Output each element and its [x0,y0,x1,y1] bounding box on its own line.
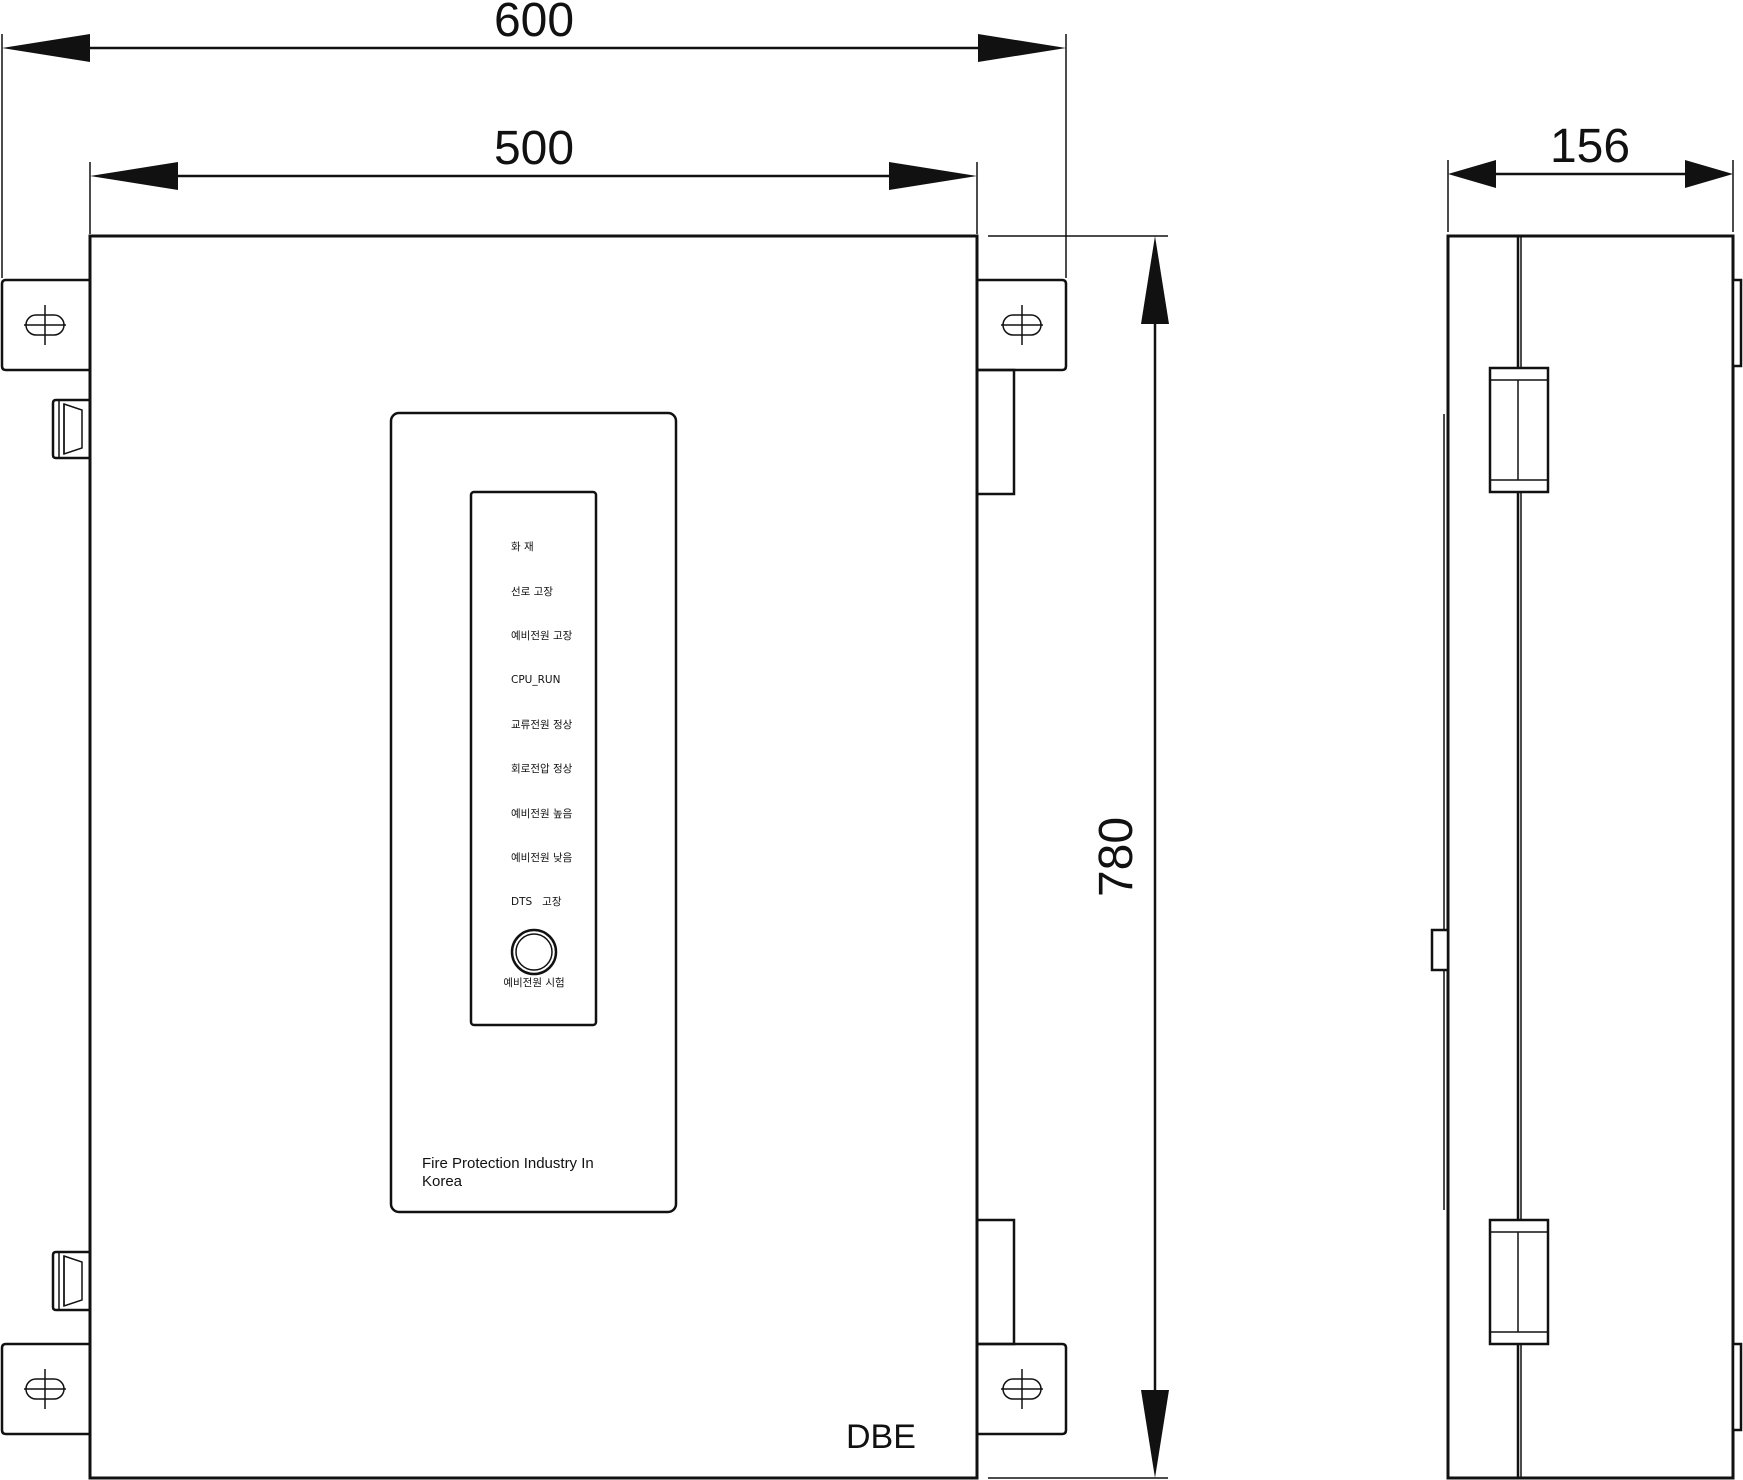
company-name-line1: Fire Protection Industry In [422,1155,594,1172]
side-latch [1430,928,1450,972]
indicator-labels: 화 재 선로 고장 예비전원 고장 CPU_RUN 교류전원 정상 회로전압 정… [511,541,573,908]
latch-top-left [51,398,90,460]
dimension-500: 500 [89,122,978,234]
dimension-156: 156 [1447,120,1734,232]
latch-bottom-left [51,1250,90,1312]
indicator-backup-power-high: 예비전원 높음 [511,807,573,820]
side-bracket-bottom [1731,1342,1743,1432]
indicator-fire: 화 재 [511,541,534,553]
indicator-circuit-voltage-normal: 회로전압 정상 [511,762,573,775]
hinge-top-right [977,368,1016,496]
brand-logo: DBE [846,1418,916,1456]
indicator-dts-fault: DTS 고장 [511,896,562,908]
mounting-bracket-top-right [977,278,1068,372]
side-bracket-top [1731,278,1743,368]
test-button-label: 예비전원 시험 [503,976,564,989]
mounting-bracket-bottom-left [0,1342,90,1436]
side-view: 156 [1430,120,1743,1480]
dimension-780-label: 780 [1090,817,1143,897]
hinge-bottom-right [977,1218,1016,1346]
indicator-backup-power-fault: 예비전원 고장 [511,629,573,642]
dimension-600-label: 600 [494,0,574,47]
dimension-500-label: 500 [494,122,574,175]
indicator-cpu-run: CPU_RUN [511,674,560,686]
mounting-bracket-bottom-right [977,1342,1068,1436]
company-name-line2: Korea [422,1173,463,1190]
dimension-780: 780 [988,235,1169,1479]
indicator-line-fault: 선로 고장 [511,586,553,598]
indicator-ac-power-normal: 교류전원 정상 [511,719,573,731]
side-hinge-top [1488,366,1550,494]
side-hinge-bottom [1488,1218,1550,1346]
dimension-156-label: 156 [1550,120,1630,173]
indicator-backup-power-low: 예비전원 낮음 [511,851,573,864]
mounting-bracket-top-left [0,278,90,372]
backup-power-test-button[interactable] [510,928,558,976]
dimension-600: 600 [1,0,1067,278]
indicator-panel [469,490,598,1027]
